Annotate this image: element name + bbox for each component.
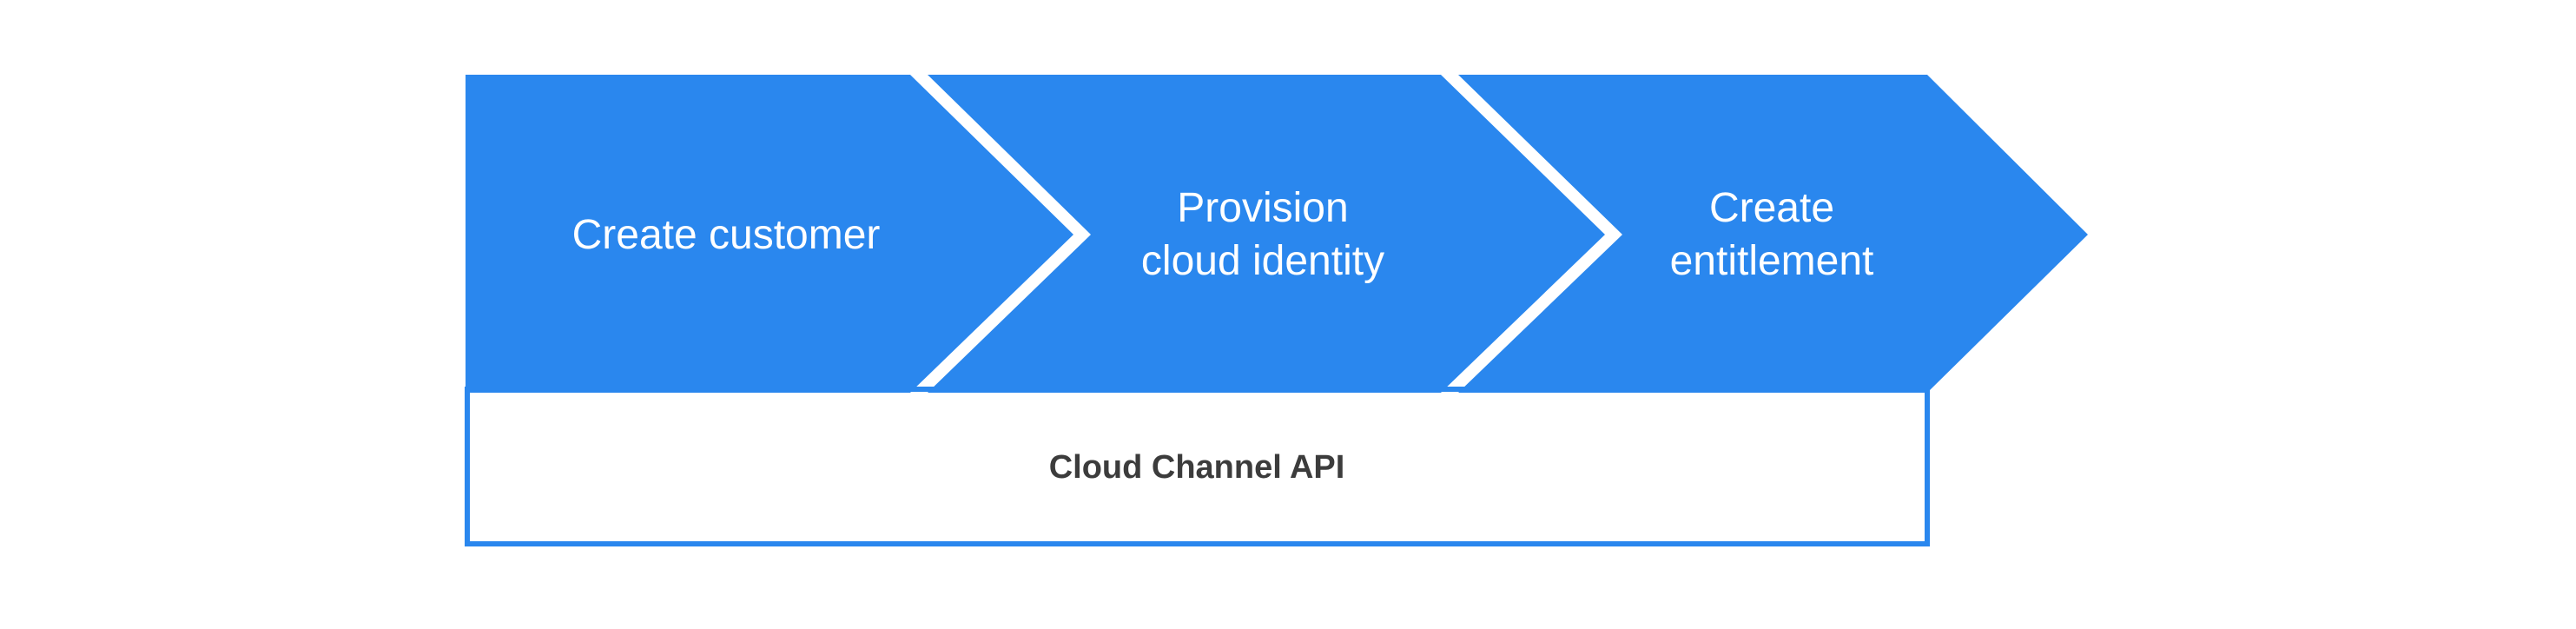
api-box [465, 387, 1930, 546]
api-label: Cloud Channel API [1049, 449, 1345, 486]
step-3-label-line-2: entitlement [1670, 238, 1874, 284]
step-2-label-line-2: cloud identity [1141, 238, 1384, 284]
step-1-label: Create customer [572, 212, 881, 258]
step-1-chevron [466, 75, 1073, 393]
step-3-label-line-1: Create [1709, 185, 1834, 231]
step-2-chevron [928, 75, 1605, 393]
step-2-label-line-1: Provision [1177, 185, 1348, 231]
step-3-chevron [1458, 75, 2088, 393]
